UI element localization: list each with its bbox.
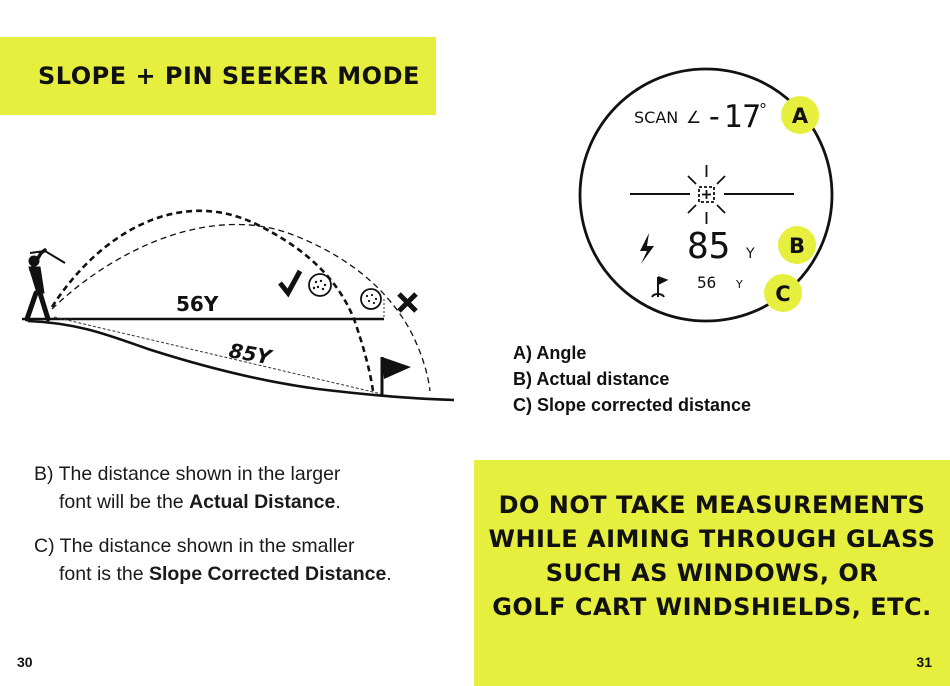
page-number-right: 31 [916,654,932,670]
slope-distance-label: 85Y [227,338,275,369]
actual-distance-unit: Y [745,246,755,262]
crosshair-icon [687,165,726,224]
callout-a: A [792,104,809,128]
check-icon [278,269,303,298]
legend-angle: A) Angle [513,343,587,363]
note-c-line2: font is the [59,563,149,585]
note-b-line2: font will be the [59,491,190,513]
note-c-emphasis: Slope Corrected Distance [148,563,387,585]
legend-actual-distance: B) Actual distance [513,369,670,389]
page-title: SLOPE + PIN SEEKER MODE [38,62,420,90]
note-b-emphasis: Actual Distance [189,491,336,513]
callout-a-badge [781,96,819,134]
bold-trajectory [50,209,375,392]
warning-line-1: DO NOT TAKE MEASUREMENTS [498,491,926,519]
rangefinder-display: SCAN ∠ -17 ° 85 Y 56 Y A B C [578,67,834,323]
note-b-prefix: B) [34,463,59,485]
note-b-period: . [335,491,341,513]
callout-b: B [789,234,805,258]
golf-ball-icon [308,273,332,297]
angle-value: -17 [705,99,761,135]
note-b-line1: The distance shown in the larger [58,463,341,485]
warning-line-2: WHILE AIMING THROUGH GLASS [488,525,936,553]
actual-distance-value: 85 [687,226,730,267]
x-icon [397,292,418,313]
note-c-prefix: C) [34,535,60,557]
callout-c-badge [764,274,802,312]
golf-ball-icon [360,288,382,310]
warning-text: DO NOT TAKE MEASUREMENTS WHILE AIMING TH… [474,488,950,624]
pin-flag-icon [651,276,669,298]
title-band [0,37,436,115]
flat-distance-label: 56Y [176,292,219,316]
degree-symbol: ° [759,100,767,119]
golfer-icon [24,248,66,322]
ground-line [27,319,455,402]
slope-sightline [53,316,387,396]
slope-distance-unit: Y [735,278,743,291]
scan-label: SCAN [634,108,678,127]
callout-c: C [775,282,790,306]
warning-box [474,460,950,686]
thin-trajectory [51,223,431,392]
legend-slope-distance: C) Slope corrected distance [513,395,752,415]
callout-b-badge [778,226,816,264]
angle-icon: ∠ [686,108,701,128]
note-actual-distance: B) The distance shown in the larger font… [34,460,341,516]
note-c-period: . [386,563,392,585]
note-c-line1: The distance shown in the smaller [59,535,355,557]
page-number-left: 30 [17,654,33,670]
lightning-icon [640,233,654,264]
slope-distance-value: 56 [697,273,716,292]
warning-line-3: SUCH AS WINDOWS, OR [545,559,879,587]
flag-icon [380,357,411,395]
note-slope-distance: C) The distance shown in the smaller fon… [34,532,392,588]
warning-line-4: GOLF CART WINDSHIELDS, ETC. [492,593,932,621]
slope-diagram: 56Y 85Y [22,209,455,402]
